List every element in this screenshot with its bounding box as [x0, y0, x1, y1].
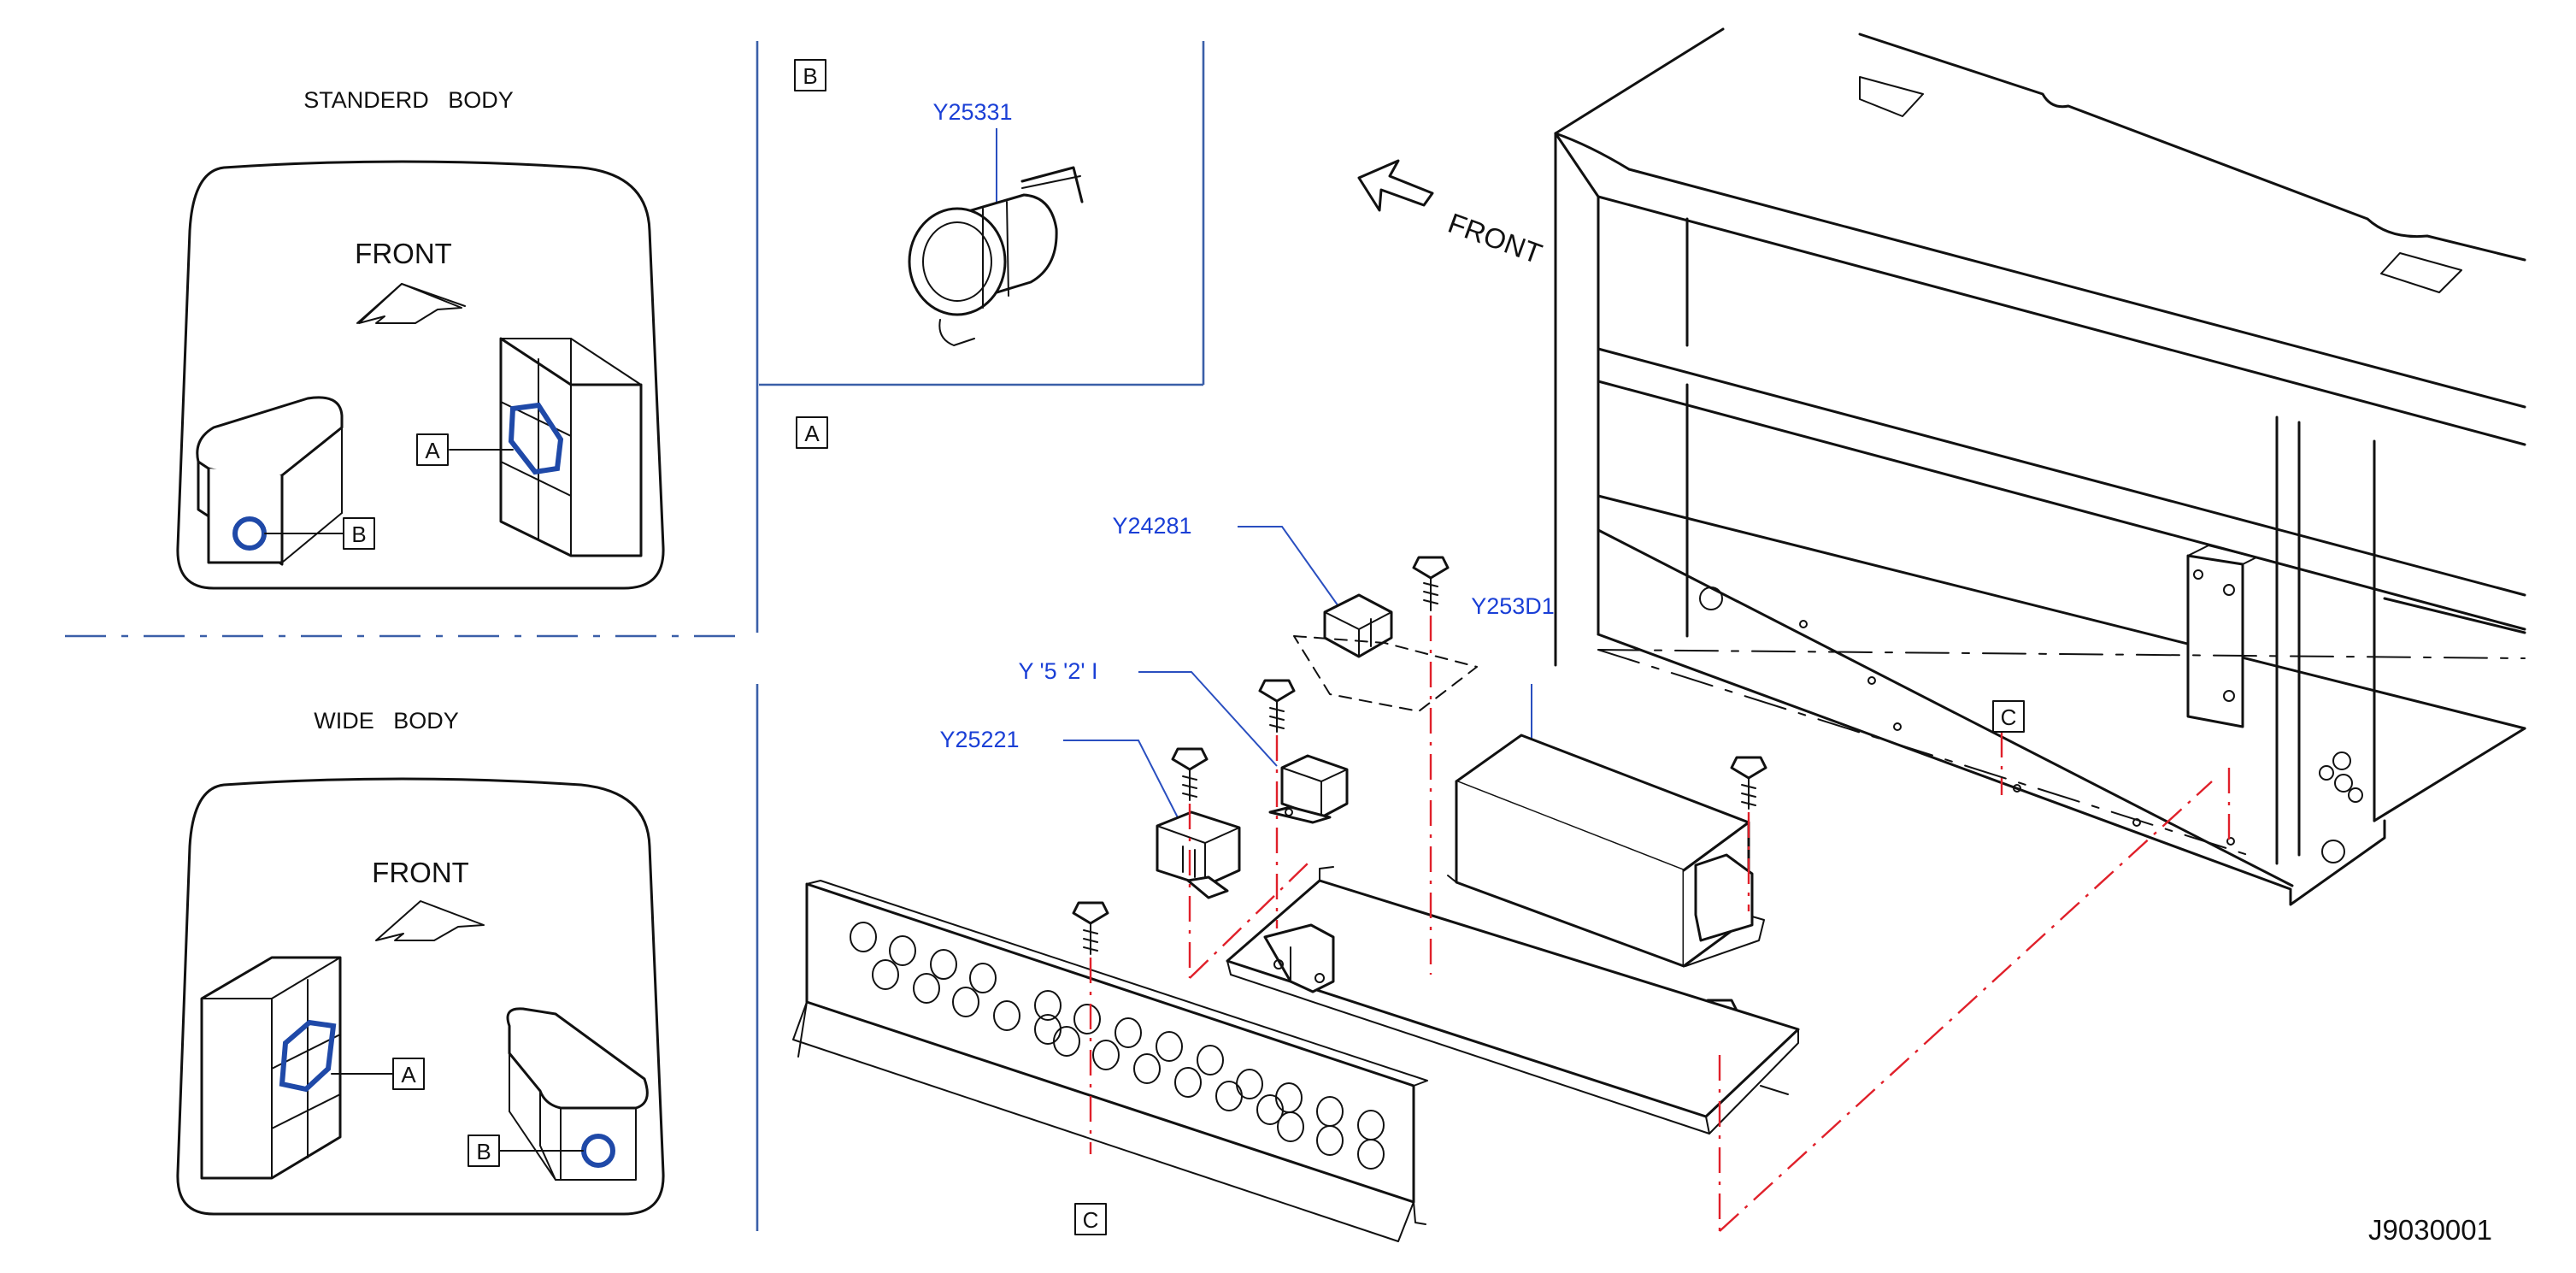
wide-callout-b: B — [476, 1139, 491, 1164]
wide-callout-a: A — [401, 1062, 416, 1087]
part-label-y24281: Y24281 — [1112, 513, 1191, 539]
panel-hole — [1156, 1031, 1183, 1062]
panel-hole — [1357, 1139, 1385, 1170]
panel-hole — [930, 949, 957, 980]
standard-body-view: STANDERD BODY FRONT B A — [176, 87, 665, 590]
standard-callout-b-box — [343, 517, 375, 550]
part-label-y25221: Y25221 — [939, 727, 1019, 752]
panel-hole — [1236, 1069, 1263, 1099]
panel-hole — [1277, 1111, 1304, 1142]
panel-hole — [952, 987, 979, 1017]
wide-body-view: WIDE BODY FRONT A B — [176, 708, 665, 1216]
centerlines — [1089, 616, 2231, 1232]
wide-body-title: WIDE BODY — [314, 708, 459, 734]
panel-hole — [872, 959, 899, 990]
standard-cabinet — [499, 337, 643, 557]
vehicle-frame — [1554, 27, 2526, 906]
panel-hole — [1174, 1067, 1202, 1098]
relay-y5221 — [1268, 754, 1349, 824]
detail-a-tag-box — [796, 416, 828, 449]
panel-hole — [850, 922, 877, 952]
panel-hole — [969, 963, 997, 993]
standard-seat-box — [196, 396, 344, 566]
detail-b-tag-box — [794, 59, 826, 91]
standard-front-arrow — [358, 283, 462, 324]
connector-y24281 — [1323, 593, 1393, 658]
part-label-y253d1: Y253D1 — [1471, 593, 1555, 619]
mounting-tray — [1226, 866, 1800, 1135]
standard-a-location-marker — [508, 402, 564, 475]
bolt-3 — [1171, 747, 1209, 801]
wide-cabinet — [200, 956, 342, 1180]
standard-front-label: FRONT — [355, 238, 452, 269]
figure-id: J9030001 — [2368, 1214, 2492, 1246]
panel-hole — [1073, 1004, 1101, 1034]
standard-callout-a-box — [416, 433, 449, 466]
panel-hole — [889, 935, 916, 966]
panel-holes — [850, 922, 1385, 1170]
wide-front-arrow — [375, 900, 485, 941]
panel-hole — [1316, 1125, 1344, 1156]
ref-c-upper: C — [2001, 704, 2017, 730]
ref-c-lower: C — [1083, 1207, 1099, 1233]
panel-dividers — [65, 41, 1205, 1231]
socket-component — [908, 166, 1084, 346]
panel-hole — [1092, 1040, 1120, 1070]
wide-body-outline — [176, 777, 665, 1216]
bolt-2 — [1258, 679, 1296, 733]
standard-body-title: STANDERD BODY — [303, 87, 514, 113]
ref-c-upper-box — [1992, 700, 2025, 733]
wide-front-label: FRONT — [372, 857, 469, 888]
ref-c-lower-box — [1074, 1203, 1107, 1235]
standard-callout-a: A — [425, 438, 440, 463]
detail-a-tag: A — [804, 421, 820, 446]
panel-hole — [913, 973, 940, 1004]
panel-hole — [1034, 990, 1062, 1021]
panel-hole — [1133, 1053, 1161, 1084]
standard-body-outline — [176, 160, 665, 590]
panel-hole — [1115, 1017, 1142, 1048]
bolt-4 — [1072, 901, 1109, 955]
wide-callout-a-box — [392, 1058, 425, 1090]
relay-y25221 — [1156, 810, 1241, 899]
inverter-y253d1 — [1447, 734, 1765, 968]
standard-callout-b: B — [351, 522, 366, 547]
part-label-y25331: Y25331 — [932, 99, 1012, 125]
front-direction-arrow — [1357, 159, 1434, 212]
part-label-y5221: Y '5 '2' I — [1018, 658, 1097, 684]
wide-a-location-marker — [279, 1019, 337, 1093]
panel-hole — [993, 1000, 1020, 1031]
detail-b-panel: B Y25331 — [794, 59, 1084, 346]
wide-seat-box — [506, 1007, 649, 1181]
detail-b-tag: B — [803, 63, 817, 89]
panel-hole — [1053, 1026, 1080, 1057]
bolt-5 — [1730, 756, 1767, 810]
wide-callout-b-box — [468, 1135, 500, 1167]
detail-a-panel: A FRONT — [792, 27, 2526, 1242]
wide-b-location-marker — [581, 1134, 615, 1168]
bolt-1 — [1412, 556, 1450, 611]
panel-hole — [1197, 1045, 1224, 1076]
perforated-panel — [792, 880, 1428, 1242]
detail-a-front-label: FRONT — [1444, 207, 1546, 270]
